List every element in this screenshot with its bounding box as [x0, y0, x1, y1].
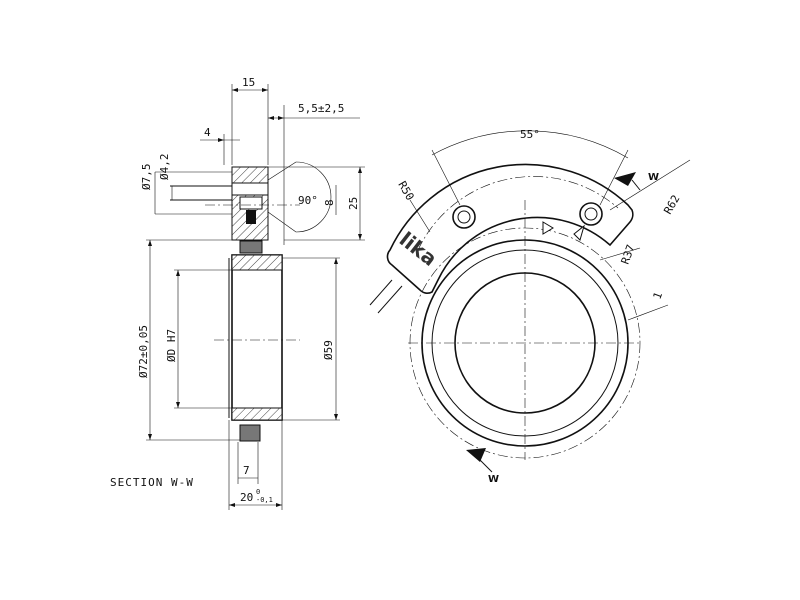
front-view: lika 55° R50 R62 R37 1 W W	[369, 128, 691, 485]
arrow-20-right	[276, 503, 282, 507]
magnetic-ring-bottom	[239, 424, 261, 442]
leader-dim-1	[627, 304, 669, 321]
mount-hole-left	[452, 205, 476, 229]
dim-8: 8	[323, 199, 336, 206]
arrow-5-5-right	[278, 116, 284, 120]
dim-r37: R37	[619, 243, 638, 266]
ring-body	[231, 254, 283, 421]
dim-4: 4	[204, 126, 211, 139]
direction-arrow-icon	[542, 221, 554, 235]
arrow-4	[218, 138, 224, 142]
mount-hole-left-inner	[457, 210, 471, 224]
angle-arc-90	[295, 161, 332, 233]
lika-logo: lika	[395, 227, 442, 271]
arrow-15-left	[232, 88, 238, 92]
leader-r50	[409, 199, 431, 233]
arrow-20-left	[229, 503, 235, 507]
section-caption: SECTION W-W	[110, 476, 194, 489]
arrow-dh7-bottom	[176, 402, 180, 408]
section-line-top	[631, 179, 641, 191]
screw-head	[246, 210, 256, 224]
arrow-25-top	[358, 167, 362, 173]
angle-55-leg-left	[431, 149, 461, 206]
section-view: 15 5,5±2,5 4 Ø7,5 Ø4,2 90° 8 25	[110, 76, 365, 510]
arrow-d72-bottom	[148, 434, 152, 440]
arrow-15-right	[262, 88, 268, 92]
dim-r62: R62	[661, 193, 682, 217]
dim-d7-5: Ø7,5	[140, 164, 153, 191]
ring-top-section	[231, 254, 283, 271]
dim-1: 1	[651, 290, 665, 301]
arrow-d59-top	[334, 258, 338, 264]
section-arrow-bottom	[466, 448, 486, 462]
dim-d72: Ø72±0,05	[137, 325, 150, 378]
dim-20: 20	[240, 491, 253, 504]
leader-r37	[599, 247, 641, 261]
arrow-25-bottom	[358, 234, 362, 240]
mount-hole-right-inner	[584, 207, 598, 221]
dim-20-tol-upper: 0	[256, 488, 260, 496]
angle-55-leg-right	[599, 149, 629, 206]
section-line-bottom	[479, 459, 493, 473]
angle-leg-top	[267, 161, 297, 181]
mount-hole-right	[579, 202, 603, 226]
cable-line-a	[369, 279, 393, 306]
arrow-d72-top	[148, 240, 152, 246]
led-indicator-icon	[573, 224, 585, 241]
dim-dh7: ØD H7	[165, 329, 178, 362]
dim-d59: Ø59	[322, 340, 335, 360]
dim-5-5: 5,5±2,5	[298, 102, 344, 115]
ring-bottom-section	[231, 407, 283, 421]
dim-20-tol-lower: -0,1	[256, 496, 273, 504]
section-arrow-top	[614, 172, 636, 186]
dim-15: 15	[242, 76, 255, 89]
dim-90: 90°	[298, 194, 318, 207]
dim-r50: R50	[395, 179, 416, 203]
cable-line-b	[377, 285, 403, 314]
screw-bore	[239, 196, 263, 210]
arrow-d59-bottom	[334, 414, 338, 420]
dim-d4-2: Ø4,2	[158, 154, 171, 181]
leader-r62	[609, 159, 691, 211]
section-mark-top: W	[648, 172, 659, 183]
r50-arc	[417, 176, 619, 251]
arrow-dh7-top	[176, 270, 180, 276]
dim-7: 7	[243, 464, 250, 477]
dim-25: 25	[347, 197, 360, 210]
arrow-5-5-left	[268, 116, 274, 120]
angle-arc-55	[431, 130, 629, 159]
sensor-element	[239, 240, 263, 254]
section-mark-bottom: W	[488, 474, 499, 485]
sensor-head	[386, 163, 634, 294]
connector-bore	[231, 182, 269, 196]
angle-leg-bottom	[267, 211, 297, 233]
dim-55: 55°	[520, 128, 540, 141]
